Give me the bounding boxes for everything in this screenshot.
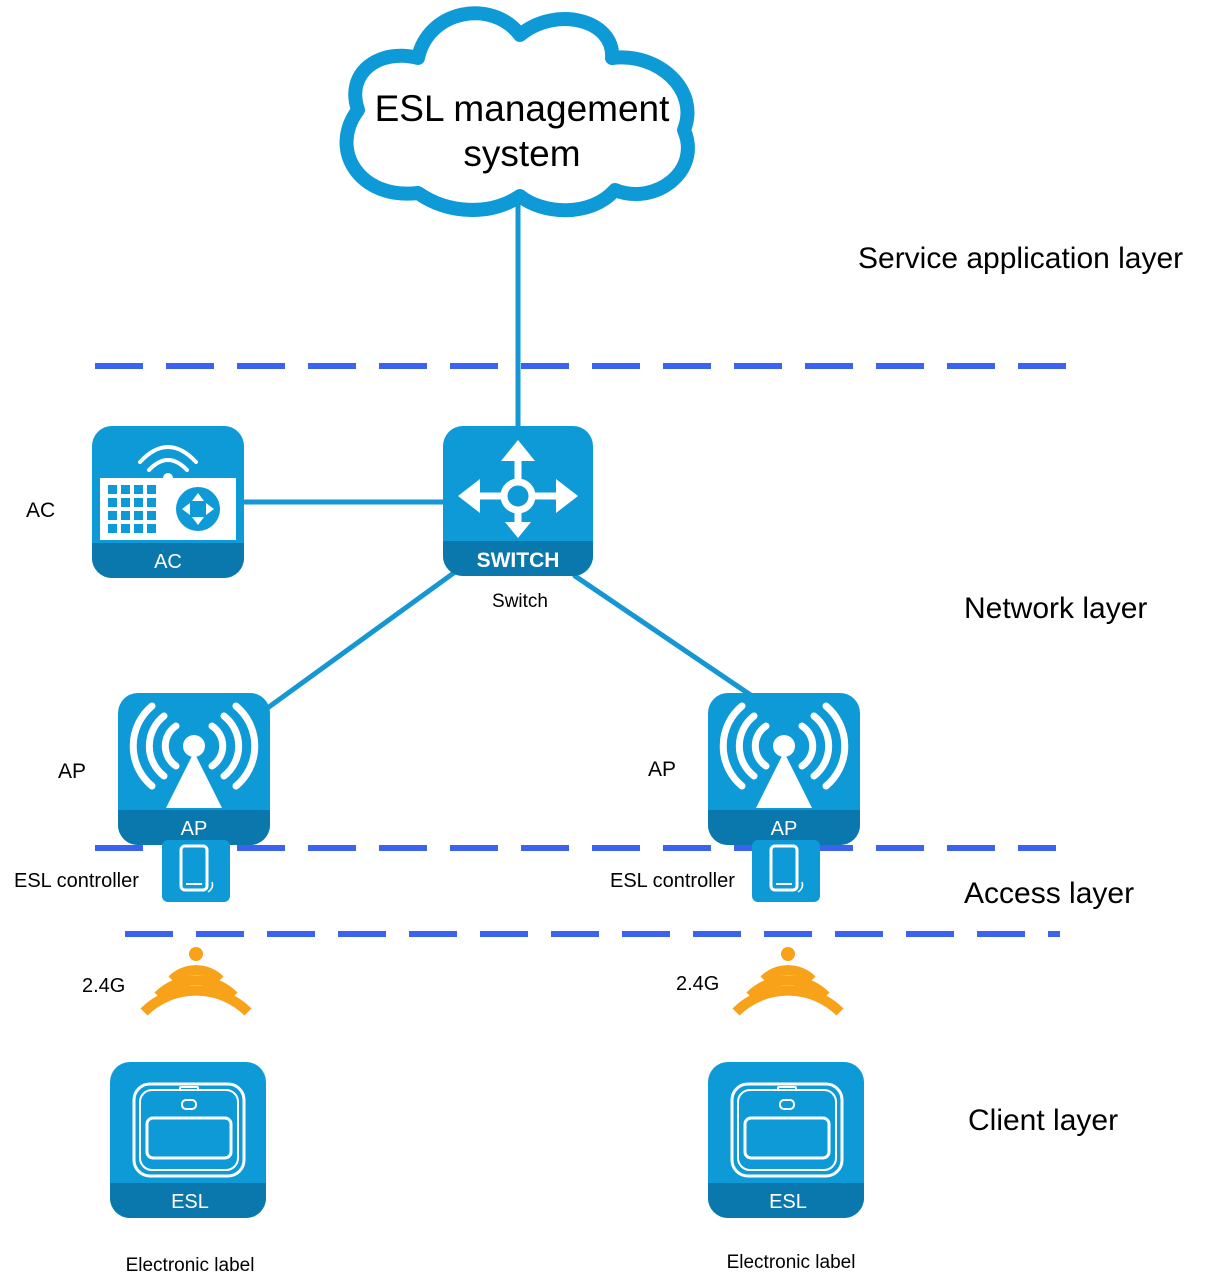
cloud-title-line1: ESL management — [375, 88, 671, 129]
esl-left-device: ESL — [110, 1062, 266, 1218]
electronic-label-icon — [730, 1082, 844, 1178]
ap-left-device: AP — [118, 693, 270, 845]
esl-controller-left — [162, 840, 230, 902]
cloud-esl-management-system: ESL management system — [339, 6, 695, 218]
layer-label-client: Client layer — [968, 1104, 1118, 1137]
antenna-icon — [129, 702, 259, 808]
esl-controller-left-label: ESL controller — [14, 870, 139, 892]
esl-right-icon-label: ESL — [769, 1191, 807, 1213]
electronic-label-icon — [132, 1082, 246, 1178]
esl-controller-right — [752, 840, 820, 902]
antenna-icon — [719, 702, 849, 808]
ap-right-icon-label: AP — [771, 818, 798, 840]
ac-dpad-icon — [176, 487, 220, 531]
ap-left-icon-label: AP — [181, 818, 208, 840]
switch-caption: Switch — [492, 591, 548, 612]
esl-right-caption: Electronic label — [727, 1252, 856, 1273]
signal-left-icon — [140, 947, 252, 1016]
link-switch-ap-right — [572, 573, 755, 699]
cloud-title-line2: system — [463, 133, 580, 174]
ac-keypad-icon — [108, 485, 156, 533]
ac-device: AC — [92, 426, 244, 578]
esl-left-icon-label: ESL — [171, 1191, 209, 1213]
esl-right-device: ESL — [708, 1062, 864, 1218]
layer-label-service: Service application layer — [858, 242, 1183, 275]
signal-right-label: 2.4G — [676, 973, 719, 995]
ap-right-device: AP — [708, 693, 860, 845]
ap-left-side-label: AP — [58, 760, 86, 783]
switch-icon-label: SWITCH — [477, 549, 560, 572]
ap-right-side-label: AP — [648, 758, 676, 781]
esl-left-caption: Electronic label — [126, 1255, 255, 1276]
layer-label-access: Access layer — [964, 877, 1134, 910]
wifi-icon — [138, 445, 198, 472]
layer-dividers — [95, 363, 1066, 937]
link-switch-ap-left — [259, 569, 458, 715]
links — [241, 197, 755, 715]
switch-device: SWITCH — [443, 426, 593, 576]
layer-label-network: Network layer — [964, 592, 1147, 625]
ac-icon-label: AC — [154, 551, 182, 573]
signal-right-icon — [732, 947, 844, 1016]
esl-controller-right-label: ESL controller — [610, 870, 735, 892]
cloud-shape — [339, 6, 695, 218]
signal-left-label: 2.4G — [82, 975, 125, 997]
ac-side-label: AC — [26, 499, 55, 522]
switch-arrows-icon — [458, 440, 578, 538]
